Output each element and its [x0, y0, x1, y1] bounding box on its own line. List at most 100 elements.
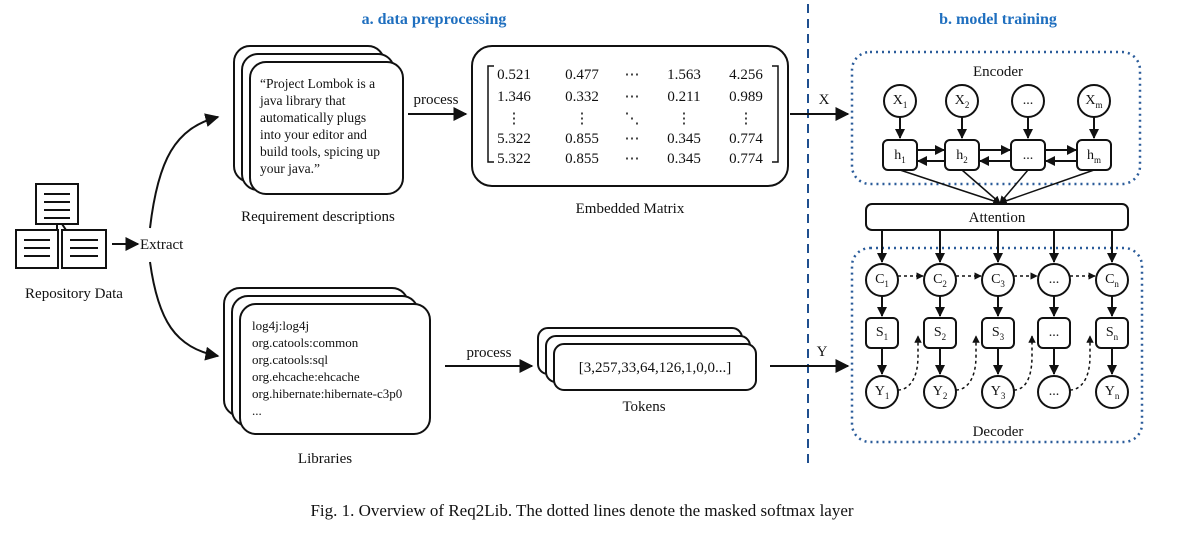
library-item: org.hibernate:hibernate-c3p0	[252, 386, 402, 401]
matrix-cell: ⋮	[575, 111, 590, 127]
decoder-output-label: ...	[1049, 384, 1060, 399]
attention-label: Attention	[969, 210, 1026, 226]
decoder-output-label-base: ...	[1049, 384, 1060, 399]
matrix-cell: 0.477	[565, 67, 599, 83]
decoder-context-label: Cn	[1105, 272, 1119, 289]
output-feedback-dotted-arrow	[1013, 335, 1036, 391]
library-item: log4j:log4j	[252, 318, 309, 333]
encoder-hidden-label-base: h	[956, 148, 963, 163]
encoder-input-label-base: X	[893, 93, 903, 108]
decoder-context-label-subscript: 2	[942, 279, 947, 289]
libraries-text: log4j:log4jorg.catools:commonorg.catools…	[252, 318, 402, 418]
encoder-input-label: ...	[1023, 93, 1034, 108]
preprocessing-title: a. data preprocessing	[362, 11, 507, 28]
decoder-context-label-base: C	[875, 272, 884, 287]
encoder-hidden-label: hm	[1087, 148, 1101, 165]
encoder-hidden-label-base: h	[1087, 148, 1094, 163]
tokens-text: [3,257,33,64,126,1,0,0...]	[579, 360, 732, 376]
decoder-output-label: Yn	[1105, 384, 1120, 401]
output-feedback-dotted-arrow	[1069, 335, 1094, 391]
encoder-hidden-label-subscript: 1	[901, 155, 906, 165]
curve-arrow-to-libraries	[149, 261, 220, 361]
decoder-state-label: S3	[992, 325, 1005, 342]
matrix-cell: ⋯	[625, 151, 640, 167]
decoder-context-label: C3	[991, 272, 1005, 289]
matrix-cell: 5.322	[497, 151, 531, 167]
decoder-output-label-base: Y	[875, 384, 885, 399]
decoder-state-label-base: ...	[1049, 325, 1060, 340]
decoder-state-label-base: S	[934, 325, 942, 340]
encoder-attention-line	[961, 169, 1001, 204]
decoder-output-label-base: Y	[933, 384, 943, 399]
decoder-output-node	[1095, 375, 1129, 409]
matrix-cell: 1.346	[497, 89, 531, 105]
matrix-cell: 5.322	[497, 131, 531, 147]
decoder-context-label: ...	[1049, 272, 1060, 287]
encoder-input-label-base: X	[1085, 93, 1095, 108]
requirement-text-line: java library that	[259, 93, 346, 108]
x-label: X	[819, 92, 830, 108]
encoder-input-label: Xm	[1085, 93, 1102, 110]
decoder-state-label-subscript: 2	[942, 332, 947, 342]
library-item: org.catools:common	[252, 335, 359, 350]
tokens-card-stack	[537, 327, 757, 391]
decoder-output-node	[865, 375, 899, 409]
decoder-state-label: ...	[1049, 325, 1060, 340]
encoder-hidden-label: ...	[1023, 148, 1034, 163]
decoder-state-label-subscript: n	[1114, 332, 1119, 342]
matrix-cell: ⋮	[677, 111, 692, 127]
decoder-state-label: Sn	[1106, 325, 1119, 342]
matrix-cell: ⋱	[625, 111, 640, 127]
decoder-output-node	[1037, 375, 1071, 409]
decoder-context-label: C2	[933, 272, 947, 289]
decoder-output-node	[923, 375, 957, 409]
decoder-state-label-subscript: 1	[884, 332, 889, 342]
process-label-top: process	[414, 92, 459, 108]
curve-arrow-to-requirements	[149, 113, 220, 229]
matrix-cell: 4.256	[729, 67, 763, 83]
matrix-cell: 0.855	[565, 151, 599, 167]
requirement-text-line: build tools, spicing up	[260, 144, 380, 159]
decoder-output-label-base: Y	[1105, 384, 1115, 399]
encoder-hidden-label-base: h	[894, 148, 901, 163]
decoder-state-label-base: S	[1106, 325, 1114, 340]
process-label-bottom: process	[467, 345, 512, 361]
output-feedback-dotted-arrow	[897, 335, 922, 391]
matrix-cell: ⋮	[739, 111, 754, 127]
encoder-hidden-label-subscript: 2	[963, 155, 968, 165]
matrix-cell: ⋯	[625, 67, 640, 83]
requirements-label: Requirement descriptions	[241, 209, 395, 225]
encoder-input-label-base: X	[955, 93, 965, 108]
encoder-hidden-label: h1	[894, 148, 906, 165]
encoder-hidden-label-subscript: m	[1094, 155, 1101, 165]
encoder-to-attention-lines	[899, 169, 1095, 205]
y-label: Y	[817, 344, 828, 360]
matrix-cell: 0.989	[729, 89, 763, 105]
decoder-output-label: Y1	[875, 384, 890, 401]
libraries-label: Libraries	[298, 451, 352, 467]
requirements-card-stack	[233, 45, 404, 195]
encoder-label: Encoder	[973, 64, 1023, 80]
matrix-cell: 0.345	[667, 151, 701, 167]
matrix-cell: 0.521	[497, 67, 531, 83]
decoder-context-label-base: ...	[1049, 272, 1060, 287]
training-title: b. model training	[939, 11, 1057, 28]
library-item: org.ehcache:ehcache	[252, 369, 360, 384]
encoder-hidden-label-base: ...	[1023, 148, 1034, 163]
encoder-input-label-subscript: m	[1096, 100, 1103, 110]
encoder-hidden-label: h2	[956, 148, 968, 165]
decoder-output-node	[981, 375, 1015, 409]
decoder-state-label-subscript: 3	[1000, 332, 1005, 342]
decoder-state-label-base: S	[876, 325, 884, 340]
decoder-context-label-subscript: 3	[1000, 279, 1005, 289]
decoder-output-label-subscript: 2	[943, 391, 948, 401]
library-item: ...	[252, 403, 262, 418]
decoder-output-label-subscript: 1	[885, 391, 890, 401]
repository-icon	[15, 183, 107, 269]
requirement-text-line: “Project Lombok is a	[260, 76, 375, 91]
extract-label: Extract	[140, 237, 184, 253]
matrix-cell: 0.774	[729, 131, 763, 147]
